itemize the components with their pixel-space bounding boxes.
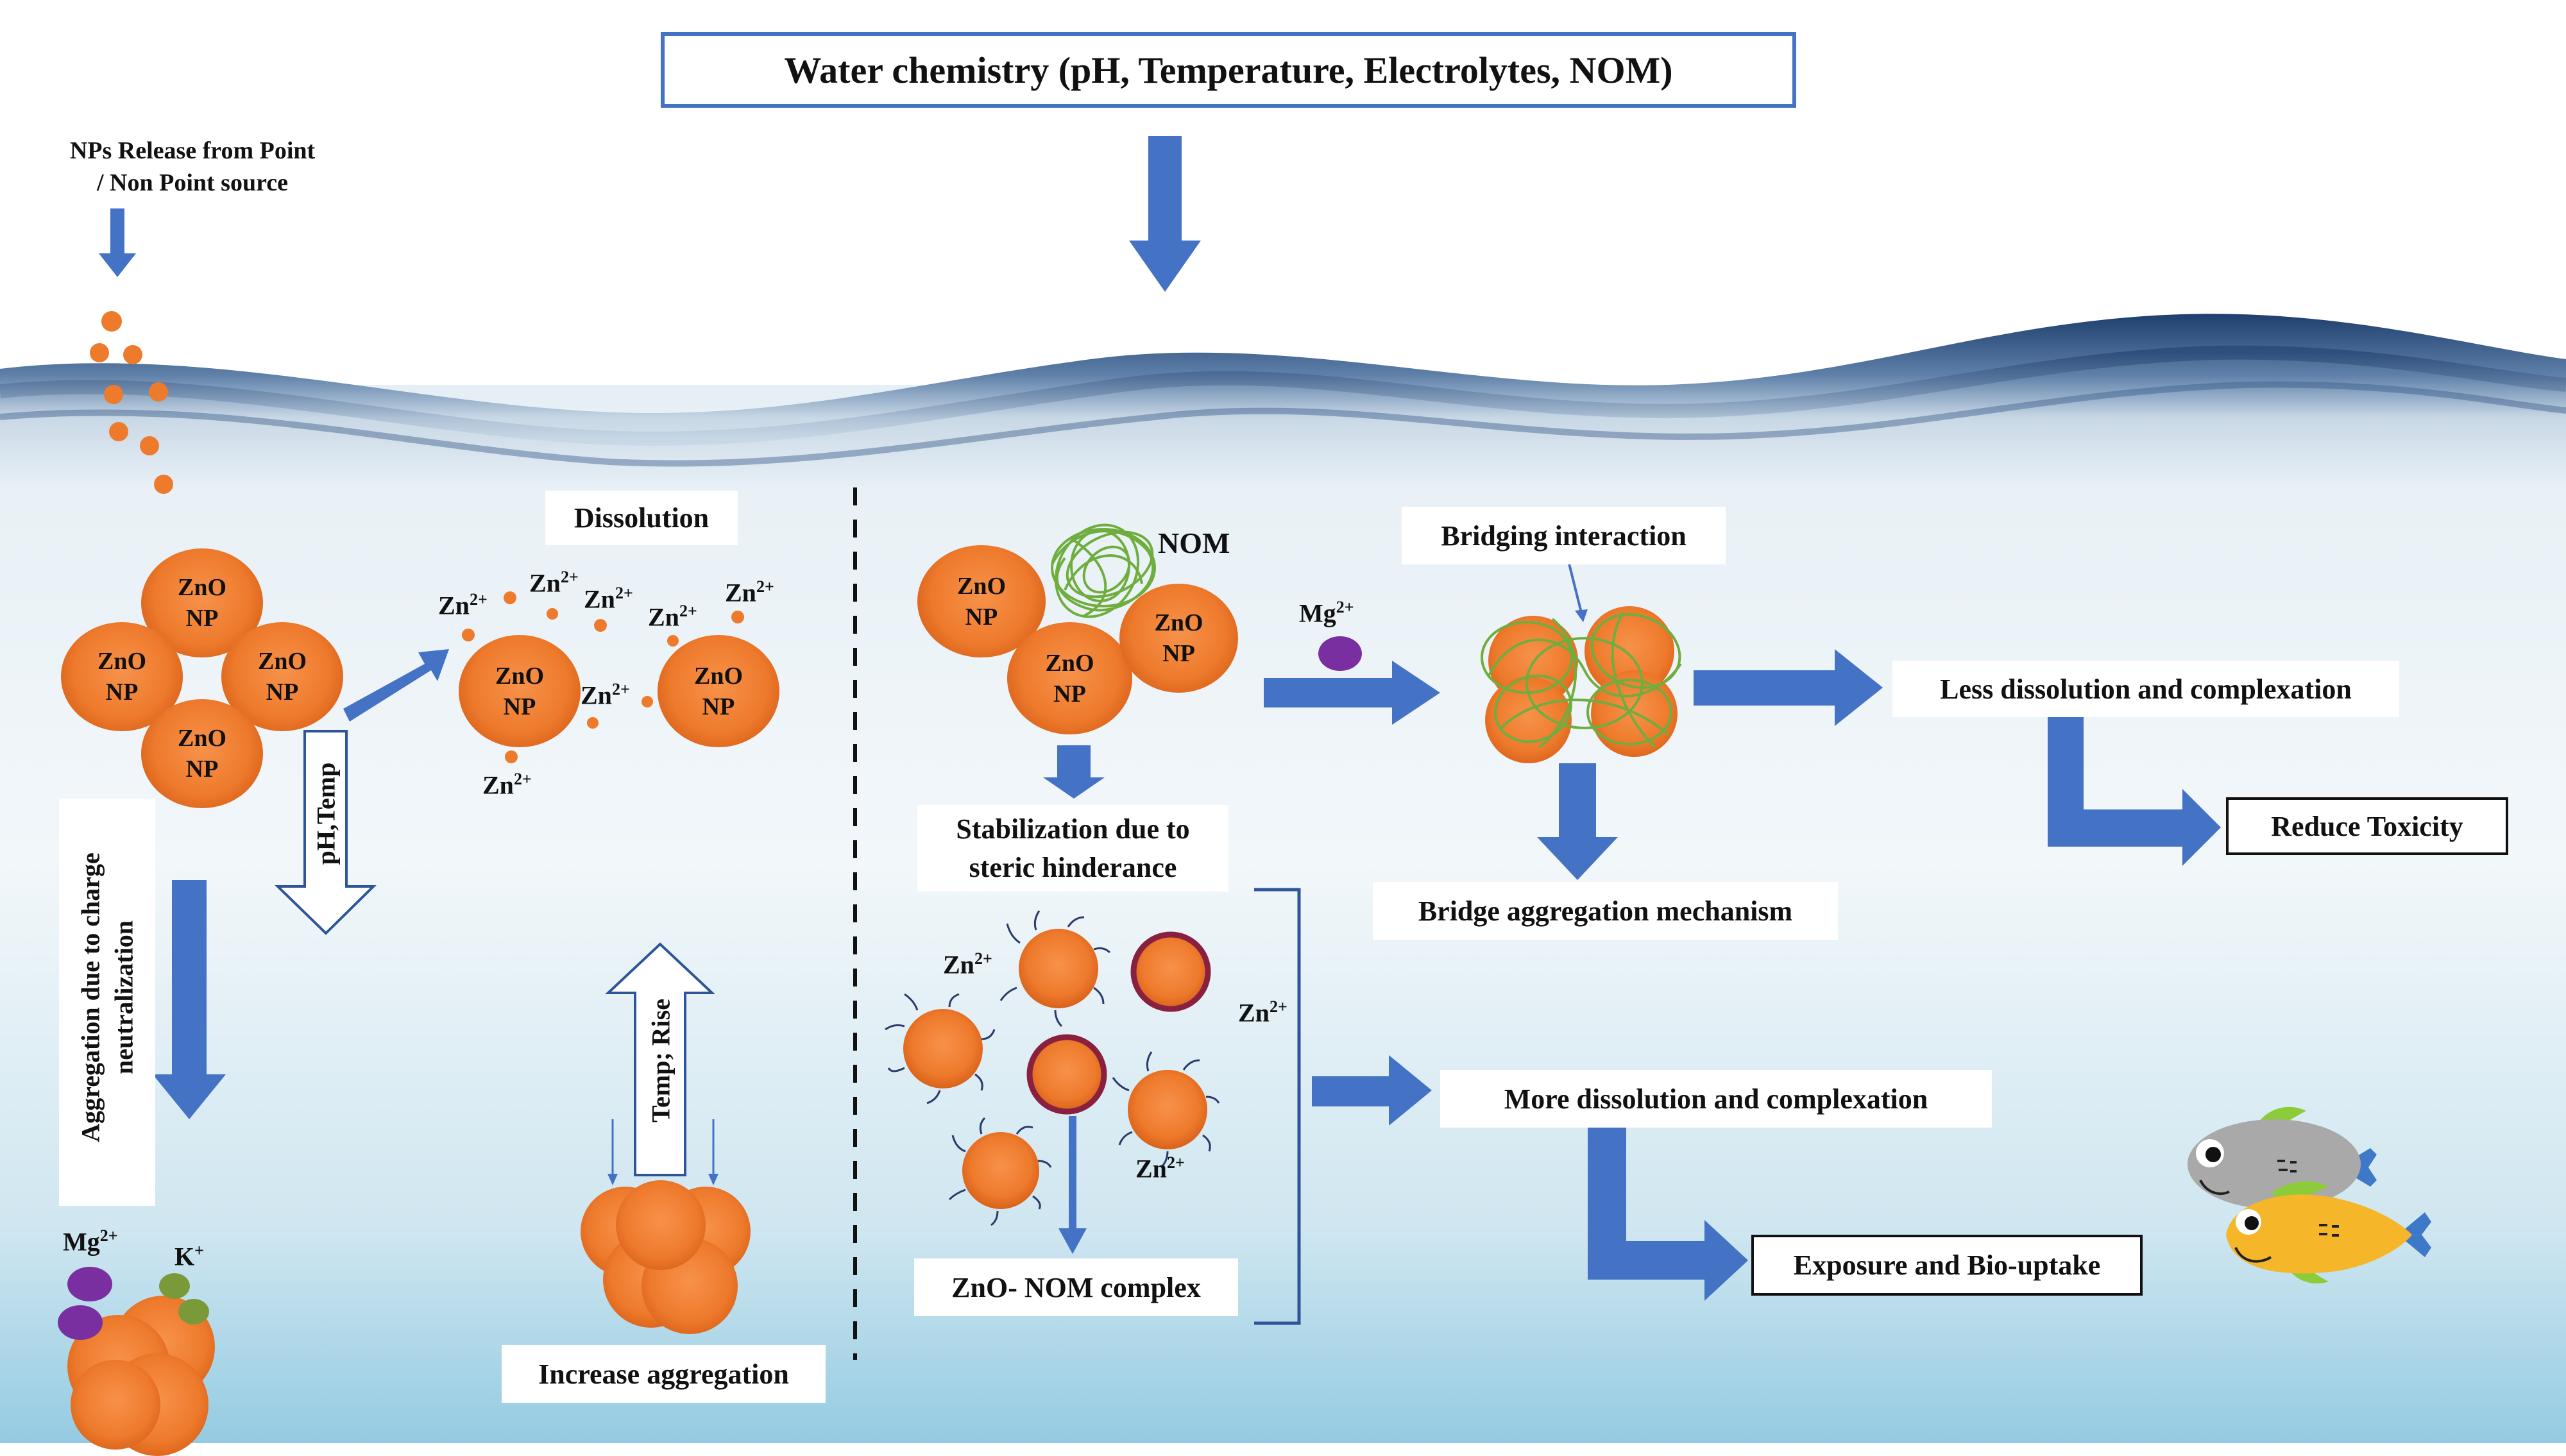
increase-aggregation-box: Increase aggregation	[502, 1345, 826, 1403]
zn-ion-dot	[667, 635, 679, 647]
bridging-pointer-head	[1575, 609, 1588, 622]
mg-ion	[58, 1305, 103, 1340]
falling-np-dot	[154, 475, 173, 494]
zn-ion-dot	[731, 611, 744, 623]
zn-ion-dot	[462, 629, 475, 641]
steric-bracket	[1254, 888, 1301, 1325]
exposure-box: Exposure and Bio-uptake	[1751, 1235, 2143, 1296]
less-dissolution-arrow	[1694, 649, 1883, 726]
mg-ion	[1318, 636, 1362, 671]
bridging-box: Bridging interaction	[1402, 507, 1726, 564]
water-wave-highlight	[0, 345, 2566, 446]
k-ion-label: K+	[174, 1241, 204, 1271]
zn-ion-dot	[594, 619, 607, 632]
zn-ion-label: Zn2+	[648, 602, 697, 632]
temp-rise-side-head-left	[608, 1174, 618, 1185]
bridging-nom-tangle	[1481, 612, 1682, 749]
water-wave-line	[0, 381, 2566, 467]
complex-box: ZnO- NOM complex	[914, 1258, 1238, 1316]
aggregation-label-box: Aggregation due to charge neutralization	[59, 799, 155, 1206]
falling-np-dot	[104, 385, 123, 404]
zn-ion-label: Zn2+	[943, 949, 992, 979]
nom-tangle	[1051, 523, 1156, 618]
aggregation-label: Aggregation due to charge neutralization	[76, 852, 139, 1142]
falling-np-dot	[140, 436, 159, 455]
source-arrow	[99, 208, 136, 277]
bridge-mechanism-box: Bridge aggregation mechanism	[1373, 882, 1838, 940]
stabilization-box: Stabilization due to steric hinderance	[917, 805, 1228, 892]
source-label: NPs Release from Point / Non Point sourc…	[26, 135, 359, 199]
zn-ion-dot	[505, 750, 518, 763]
bridging-pointer	[1567, 561, 1583, 613]
aggregated-np	[616, 1180, 706, 1270]
zn-ion-label: Zn2+	[438, 590, 488, 620]
bridge-mechanism-arrow	[1537, 763, 1618, 880]
ph-temp-arrow	[275, 730, 377, 935]
reduce-toxicity-box: Reduce Toxicity	[2226, 797, 2508, 855]
temp-rise-arrow	[604, 942, 716, 1176]
zn-ion-label: Zn2+	[581, 680, 630, 710]
bridging-arrow	[1264, 661, 1440, 725]
falling-np-dot	[123, 345, 142, 364]
dissolution-arrow	[343, 649, 449, 722]
temp-rise-side-head-right	[708, 1174, 718, 1185]
more-dissolution-arrow	[1312, 1055, 1432, 1126]
grey-fish-tail	[2354, 1148, 2377, 1187]
zn-ion-dot	[587, 717, 599, 729]
falling-np-dot	[101, 311, 122, 332]
k-ion	[178, 1299, 209, 1325]
zn-ion-label: Zn2+	[1135, 1153, 1185, 1183]
falling-np-dot	[109, 422, 128, 441]
temp-rise-label: Temp; Rise	[646, 999, 675, 1122]
source-label-line2: / Non Point source	[96, 169, 289, 196]
mg-ion-label: Mg2+	[63, 1226, 118, 1257]
nom-label: NOM	[1158, 527, 1230, 559]
steric-particles	[885, 910, 1220, 1226]
source-label-line1: NPs Release from Point	[69, 137, 316, 164]
reduce-toxicity-arrow	[2048, 717, 2221, 866]
zn-ion-label: Zn2+	[529, 568, 579, 598]
falling-np-dot	[90, 343, 109, 362]
mg-ion	[67, 1267, 112, 1301]
stabilization-arrow	[1043, 745, 1105, 799]
yellow-fish-tail	[2406, 1212, 2431, 1257]
aggregation-arrow	[153, 880, 226, 1119]
dissolution-box: Dissolution	[545, 491, 738, 545]
title-box: Water chemistry (pH, Temperature, Electr…	[661, 32, 1796, 108]
falling-np-dot	[149, 382, 168, 402]
zn-ion-dot	[642, 696, 653, 707]
zn-ion-dot	[504, 591, 516, 604]
page-title: Water chemistry (pH, Temperature, Electr…	[784, 49, 1673, 91]
zn-ion-label: Zn2+	[584, 584, 633, 614]
more-dissolution-box: More dissolution and complexation	[1440, 1070, 1992, 1128]
aggregated-np	[71, 1360, 160, 1450]
exposure-arrow	[1588, 1128, 1748, 1301]
zn-ion-label: Zn2+	[725, 577, 774, 607]
zn-ion-label: Zn2+	[1238, 997, 1287, 1028]
less-dissolution-box: Less dissolution and complexation	[1892, 661, 2399, 717]
zn-ion-label: Zn2+	[482, 770, 532, 800]
mg-ion-label: Mg2+	[1299, 598, 1354, 628]
ph-temp-label: pH,Temp	[311, 762, 341, 865]
k-ion	[159, 1273, 190, 1299]
water-chemistry-arrow	[1129, 136, 1201, 292]
complex-arrow-head	[1058, 1228, 1087, 1254]
zn-ion-dot	[547, 608, 558, 620]
fish-illustration	[2188, 1106, 2431, 1284]
